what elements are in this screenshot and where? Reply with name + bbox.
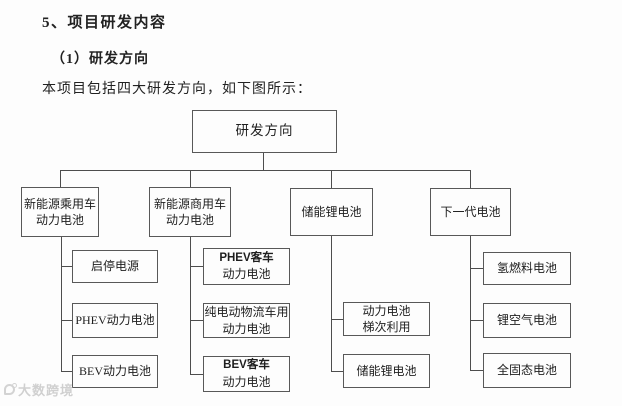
tree-leaf-hydrogen-fuel-cell: 氢燃料电池 [483,252,571,285]
tree-node-root: 研发方向 [192,110,337,153]
node-label: 动力电池 [222,267,271,282]
tree-leaf-ev-logistics-battery: 纯电动物流车用 动力电池 [203,303,290,338]
node-label: BEV动力电池 [78,364,151,379]
connector-stub [331,319,343,320]
tree-leaf-li-air-battery: 锂空气电池 [483,303,571,338]
connector-trunk-col3 [331,236,332,371]
tree-leaf-phev-bus-battery: PHEV客车 动力电池 [203,248,290,285]
tree-leaf-battery-cascade-use: 动力电池 梯次利用 [343,302,430,336]
node-label: 新能源商用车 [153,196,226,211]
watermark-logo-icon [4,383,17,395]
tree-node-branch-3: 储能锂电池 [290,188,373,236]
connector-drop-3 [331,170,332,189]
connector-stub [61,371,72,372]
tree-leaf-bev-power-battery: BEV动力电池 [72,355,158,388]
node-label: 新能源乘用车 [23,196,96,211]
connector-stub [190,320,203,321]
connector-drop-1 [60,170,61,188]
tree-leaf-storage-li-battery: 储能锂电池 [343,354,430,388]
node-label: 动力电池 [222,374,271,389]
node-label: 动力电池 [35,213,84,227]
connector-stub [190,266,203,267]
node-label: 研发方向 [235,123,294,139]
tree-node-branch-4: 下一代电池 [430,188,511,236]
connector-bus [60,170,471,171]
connector-stub [470,370,483,371]
node-label: PHEV动力电池 [75,313,155,328]
connector-stub [470,320,483,321]
tree-node-branch-1: 新能源乘用车 动力电池 [21,187,99,237]
tree-leaf-bev-bus-battery: BEV客车 动力电池 [203,356,290,392]
section-heading: 5、项目研发内容 [42,15,167,31]
node-label: 纯电动物流车用 [204,305,289,320]
intro-text: 本项目包括四大研发方向，如下图所示： [42,82,312,97]
connector-stub [61,320,72,321]
node-label: PHEV客车 [219,251,274,264]
node-label: 氢燃料电池 [496,261,557,276]
connector-stub [190,374,203,375]
connector-stub [331,371,343,372]
node-label: 锂空气电池 [496,313,557,328]
connector-drop-4 [470,170,471,189]
tree-leaf-start-stop-power: 启停电源 [72,250,158,283]
watermark-text: 大数跨境 [18,383,75,398]
tree-leaf-phev-power-battery: PHEV动力电池 [72,303,158,338]
node-label: 下一代电池 [440,204,501,219]
connector-stub [61,266,72,267]
connector-drop-2 [190,170,191,188]
node-label: 储能锂电池 [301,204,362,219]
node-label: 动力电池 [222,321,271,336]
tree-leaf-solid-state-battery: 全固态电池 [483,353,571,388]
node-label: 全固态电池 [496,363,557,378]
connector-trunk-col4 [470,236,471,370]
node-label: 储能锂电池 [356,363,417,378]
connector-trunk-col2 [190,237,191,375]
connector-root-trunk [263,153,264,170]
node-label: 启停电源 [90,259,139,274]
subsection-heading: （1）研发方向 [51,52,149,67]
watermark: 大数跨境 [4,380,74,399]
connector-trunk-col1 [61,237,62,371]
tree-node-branch-2: 新能源商用车 动力电池 [149,187,231,237]
node-label: 动力电池 [165,213,214,227]
node-label: 动力电池 [362,303,411,318]
connector-stub [470,268,483,269]
node-label: 梯次利用 [362,320,411,334]
node-label: BEV客车 [223,359,270,372]
